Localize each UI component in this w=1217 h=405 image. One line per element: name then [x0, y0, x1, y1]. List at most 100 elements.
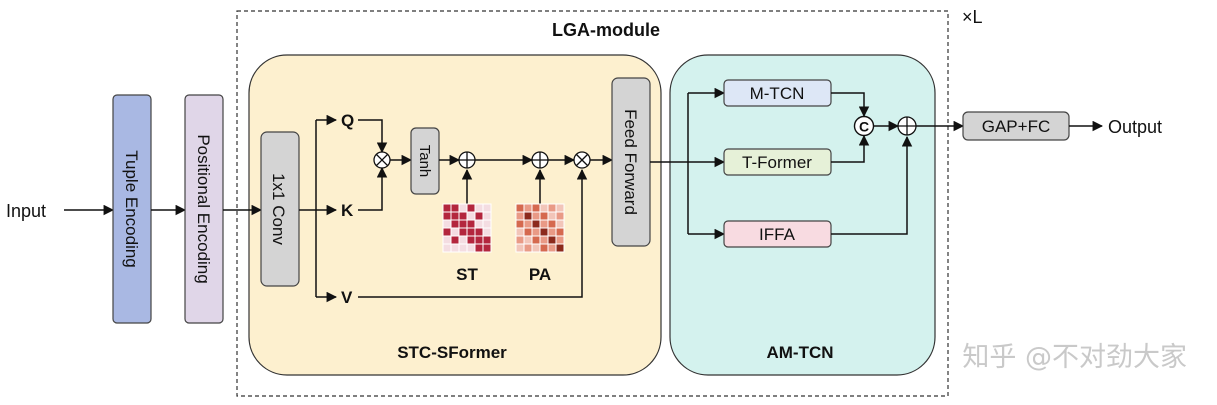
st-matrix	[442, 203, 492, 253]
add-icon-pa	[531, 151, 549, 169]
multiply-icon-qk	[373, 151, 391, 169]
repeat-label: ×L	[962, 7, 983, 27]
pa-matrix-cell	[547, 211, 557, 221]
stc-sformer-title: STC-SFormer	[397, 343, 507, 362]
pa-matrix-cell	[531, 203, 541, 213]
pa-matrix-cell	[555, 203, 565, 213]
concat-symbol: C	[859, 119, 869, 135]
st-matrix-cell	[442, 211, 452, 221]
st-matrix-cell	[474, 243, 484, 253]
st-matrix-cell	[466, 235, 476, 245]
line-q-to-multiply	[358, 119, 388, 154]
positional-encoding-label: Positional Encoding	[194, 134, 213, 283]
pa-matrix-cell	[523, 243, 533, 253]
st-matrix-cell	[482, 243, 492, 253]
pa-matrix-cell	[523, 219, 533, 229]
pa-matrix	[515, 203, 565, 253]
st-matrix-cell	[474, 211, 484, 221]
st-matrix-cell	[482, 203, 492, 213]
pa-matrix-cell	[547, 203, 557, 213]
v-label: V	[341, 288, 353, 307]
st-matrix-cell	[458, 219, 468, 229]
pa-matrix-cell	[555, 227, 565, 237]
pa-matrix-cell	[531, 243, 541, 253]
pa-matrix-cell	[539, 219, 549, 229]
add-icon-st	[458, 151, 476, 169]
line-t-former-to-concat	[831, 134, 870, 163]
st-matrix-cell	[442, 203, 452, 213]
pa-label: PA	[529, 265, 551, 284]
pa-matrix-cell	[539, 211, 549, 221]
q-label: Q	[341, 111, 354, 130]
st-matrix-cell	[442, 235, 452, 245]
line-k-to-multiply	[358, 166, 388, 211]
st-matrix-cell	[458, 227, 468, 237]
pa-matrix-cell	[531, 235, 541, 245]
st-matrix-cell	[442, 227, 452, 237]
pa-matrix-cell	[515, 235, 525, 245]
input-label: Input	[6, 201, 46, 221]
st-matrix-cell	[466, 203, 476, 213]
st-matrix-cell	[450, 211, 460, 221]
st-matrix-cell	[482, 211, 492, 221]
st-matrix-cell	[458, 203, 468, 213]
gap-fc-label: GAP+FC	[982, 117, 1051, 136]
pa-matrix-cell	[523, 235, 533, 245]
st-matrix-cell	[474, 235, 484, 245]
pa-matrix-cell	[547, 243, 557, 253]
multiply-icon-v	[573, 151, 591, 169]
pa-matrix-cell	[547, 235, 557, 245]
st-matrix-cell	[450, 235, 460, 245]
t-former-label: T-Former	[742, 153, 812, 172]
pa-matrix-cell	[523, 227, 533, 237]
pa-matrix-cell	[547, 227, 557, 237]
line-iffa-to-add	[831, 135, 913, 235]
st-matrix-cell	[450, 243, 460, 253]
st-matrix-cell	[458, 243, 468, 253]
watermark-text: 知乎 @不对劲大家	[962, 342, 1187, 373]
st-matrix-cell	[482, 227, 492, 237]
st-matrix-cell	[474, 203, 484, 213]
line-v-to-multiply	[358, 168, 588, 298]
lga-module-frame	[236, 10, 949, 397]
iffa-label: IFFA	[759, 225, 796, 244]
positional-encoding-block	[184, 94, 224, 324]
pa-matrix-cell	[539, 203, 549, 213]
tuple-encoding-block	[112, 94, 152, 324]
pa-matrix-cell	[555, 243, 565, 253]
st-matrix-cell	[450, 227, 460, 237]
tuple-encoding-label: Tuple Encoding	[122, 150, 141, 268]
st-matrix-cell	[466, 243, 476, 253]
st-matrix-cell	[442, 243, 452, 253]
pa-matrix-cell	[555, 235, 565, 245]
pa-matrix-cell	[515, 219, 525, 229]
st-matrix-cell	[482, 219, 492, 229]
tanh-block	[410, 127, 440, 195]
st-label: ST	[456, 265, 478, 284]
output-label: Output	[1108, 117, 1162, 137]
pa-matrix-cell	[515, 227, 525, 237]
pa-matrix-cell	[531, 227, 541, 237]
feed-forward-label: Feed Forward	[621, 109, 640, 215]
pa-matrix-cell	[531, 219, 541, 229]
pa-matrix-cell	[531, 211, 541, 221]
st-matrix-cell	[450, 203, 460, 213]
st-matrix-cell	[474, 227, 484, 237]
conv-1x1-block	[260, 131, 300, 287]
pa-matrix-cell	[539, 243, 549, 253]
pa-matrix-cell	[523, 211, 533, 221]
add-icon-output	[897, 116, 917, 136]
m-tcn-label: M-TCN	[750, 84, 805, 103]
pa-matrix-cell	[547, 219, 557, 229]
pa-matrix-cell	[515, 211, 525, 221]
conv-1x1-label: 1x1 Conv	[269, 173, 288, 245]
st-matrix-cell	[466, 227, 476, 237]
st-matrix-cell	[466, 219, 476, 229]
pa-matrix-cell	[555, 211, 565, 221]
line-m-tcn-to-concat	[831, 92, 870, 118]
st-matrix-cell	[458, 235, 468, 245]
concat-icon: C	[853, 115, 875, 137]
pa-matrix-cell	[539, 227, 549, 237]
am-tcn-title: AM-TCN	[766, 343, 833, 362]
